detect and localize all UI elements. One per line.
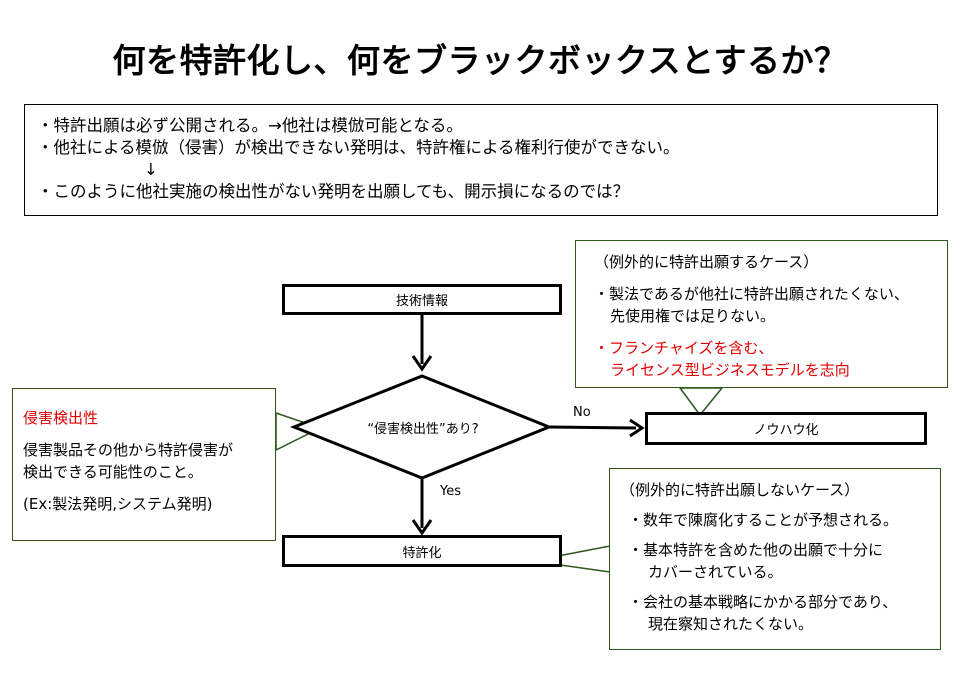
top-callout-item-1: ・製法であるが他社に特許出願されたくない、 (594, 285, 909, 303)
arrowhead-right (629, 418, 645, 438)
left-callout-line-3: (Ex:製法発明,システム発明) (23, 495, 213, 513)
knowhow-node: ノウハウ化 (645, 412, 927, 445)
top-callout-pointer (678, 387, 724, 417)
bottom-callout-item-2: ・基本特許を含めた他の出願で十分に (628, 541, 884, 559)
no-label: No (573, 405, 591, 420)
start-node: 技術情報 (282, 284, 562, 315)
down-arrow-icon: ↓ (144, 160, 158, 179)
intro-line-1: ・特許出願は必ず公開される。→他社は模倣可能となる。 (37, 116, 463, 135)
top-callout-item-2: ・フランチャイズを含む、 (594, 339, 774, 357)
left-callout-heading: 侵害検出性 (23, 409, 99, 427)
bottom-callout-item-1: ・数年で陳腐化することが予想される。 (628, 511, 899, 529)
arrowhead-down-1 (411, 355, 433, 372)
intro-box: ・特許出願は必ず公開される。→他社は模倣可能となる。 ・他社による模倣（侵害）が… (24, 104, 938, 216)
left-callout-line-1: 侵害製品その他から特許侵害が (23, 441, 234, 459)
arrowhead-down-2 (411, 519, 433, 536)
top-callout-item-2-cont: ライセンス型ビジネスモデルを志向 (610, 361, 850, 379)
left-callout-pointer (275, 411, 322, 452)
patent-node: 特許化 (282, 535, 562, 567)
yes-label: Yes (440, 484, 461, 499)
left-callout-line-2: 検出できる可能性のこと。 (23, 463, 203, 481)
bottom-callout-heading: （例外的に特許出願しないケース） (620, 481, 860, 499)
arrow-decision-to-no (548, 425, 637, 430)
decision-label: “侵害検出性”あり? (367, 422, 479, 437)
left-callout: 侵害検出性 侵害製品その他から特許侵害が 検出できる可能性のこと。 (Ex:製法… (12, 388, 276, 541)
bottom-callout-item-2-cont: カバーされている。 (648, 563, 783, 581)
top-callout-item-1-cont: 先使用権では足りない。 (610, 307, 776, 325)
intro-line-3: ・このように他社実施の検出性がない発明を出願しても、開示損になるのでは？ (37, 182, 630, 201)
intro-line-2: ・他社による模倣（侵害）が検出できない発明は、特許権による権利行使ができない。 (37, 138, 680, 157)
top-callout-heading: （例外的に特許出願するケース） (594, 253, 819, 271)
bottom-callout: （例外的に特許出願しないケース） ・数年で陳腐化することが予想される。 ・基本特… (609, 468, 941, 650)
top-callout: （例外的に特許出願するケース） ・製法であるが他社に特許出願されたくない、 先使… (575, 240, 948, 388)
bottom-callout-item-3-cont: 現在察知されたくない。 (648, 615, 814, 633)
bottom-callout-item-3: ・会社の基本戦略にかかる部分であり、 (628, 593, 898, 611)
page-title: 何を特許化し、何をブラックボックスとするか？ (112, 41, 848, 80)
